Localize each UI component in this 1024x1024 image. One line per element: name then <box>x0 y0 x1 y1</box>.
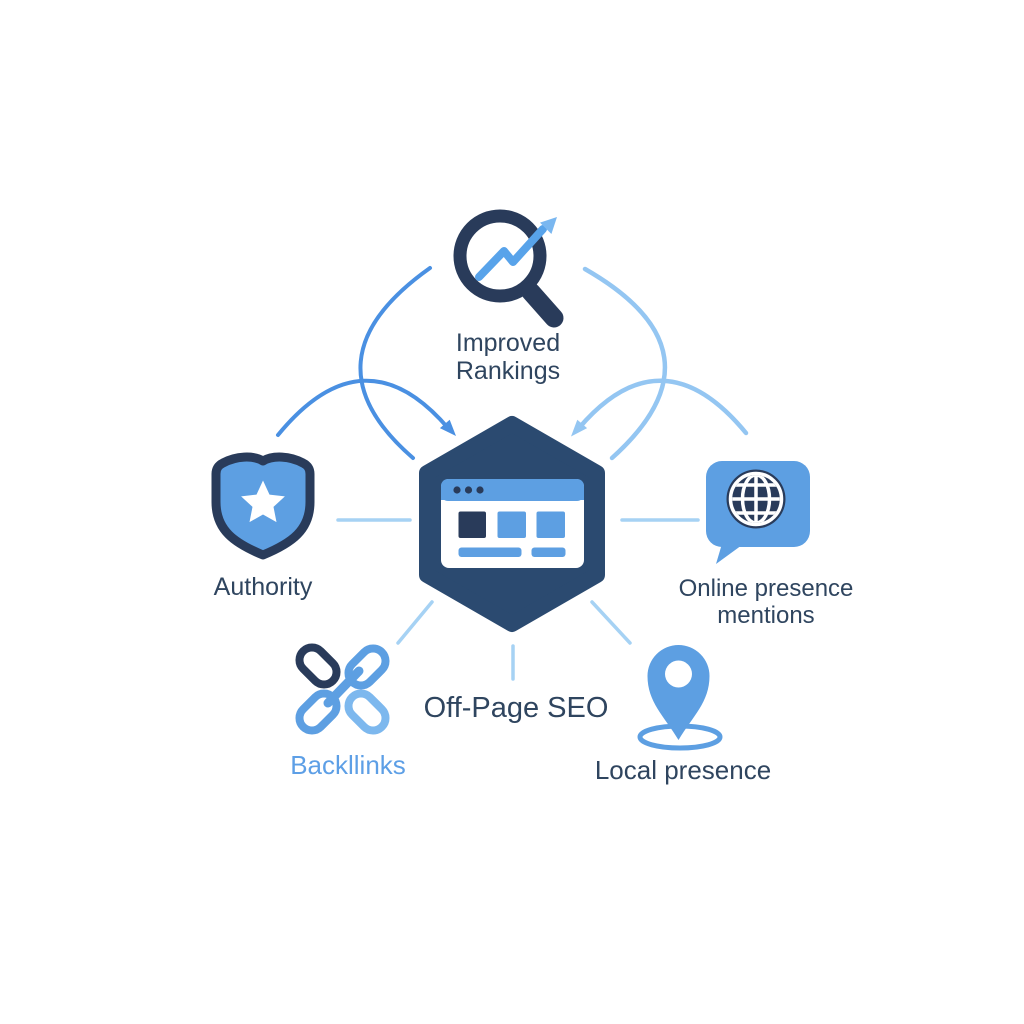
browser-textbar <box>531 547 566 557</box>
browser-textbar <box>458 547 522 557</box>
connector-backlinks <box>396 600 434 645</box>
chain-bar <box>323 666 364 708</box>
trend-line <box>475 225 547 281</box>
chain-link-light <box>344 689 390 735</box>
straight-connectors <box>336 518 700 681</box>
backlinks-chain-icon <box>295 643 390 735</box>
search-trend-icon <box>453 209 564 328</box>
local-presence-label: Local presence <box>594 755 772 785</box>
star-icon <box>241 480 285 523</box>
online-presence-label: Online presence mentions <box>678 575 854 629</box>
browser-dot <box>464 486 473 494</box>
browser-dot <box>476 486 484 494</box>
magnifier-lens <box>453 209 547 303</box>
magnifier-handle <box>521 282 564 328</box>
local-presence-pin-icon <box>637 645 723 751</box>
browser-tile-dark <box>458 511 486 538</box>
pin <box>647 645 710 740</box>
website-hexagon-icon <box>419 416 605 632</box>
pin-hole <box>665 660 692 688</box>
browser-tile <box>497 511 526 538</box>
arrowhead-right <box>571 419 588 437</box>
backlinks-label: Backllinks <box>290 750 406 780</box>
browser-tile <box>536 511 565 538</box>
speech-bubble-tail <box>716 537 753 564</box>
arc-mentions-to-hexagon <box>571 378 749 437</box>
globe-icon <box>726 469 786 529</box>
arc-rankings-to-hexagon-right <box>582 266 668 461</box>
arc-rankings-to-hexagon-left <box>358 266 432 460</box>
connector-local <box>590 600 632 645</box>
authority-label: Authority <box>213 573 313 601</box>
diagram-title: Off-Page SEO <box>423 692 609 724</box>
arc-authority-to-hexagon <box>276 378 456 437</box>
arrowhead-left <box>439 419 456 436</box>
authority-shield-icon <box>211 452 315 560</box>
trend-arrowhead <box>540 217 557 234</box>
online-mentions-bubble-icon <box>706 461 810 564</box>
chain-link-dark <box>295 643 341 689</box>
improved-rankings-label: Improved Rankings <box>455 329 561 385</box>
browser-dot <box>453 486 461 494</box>
